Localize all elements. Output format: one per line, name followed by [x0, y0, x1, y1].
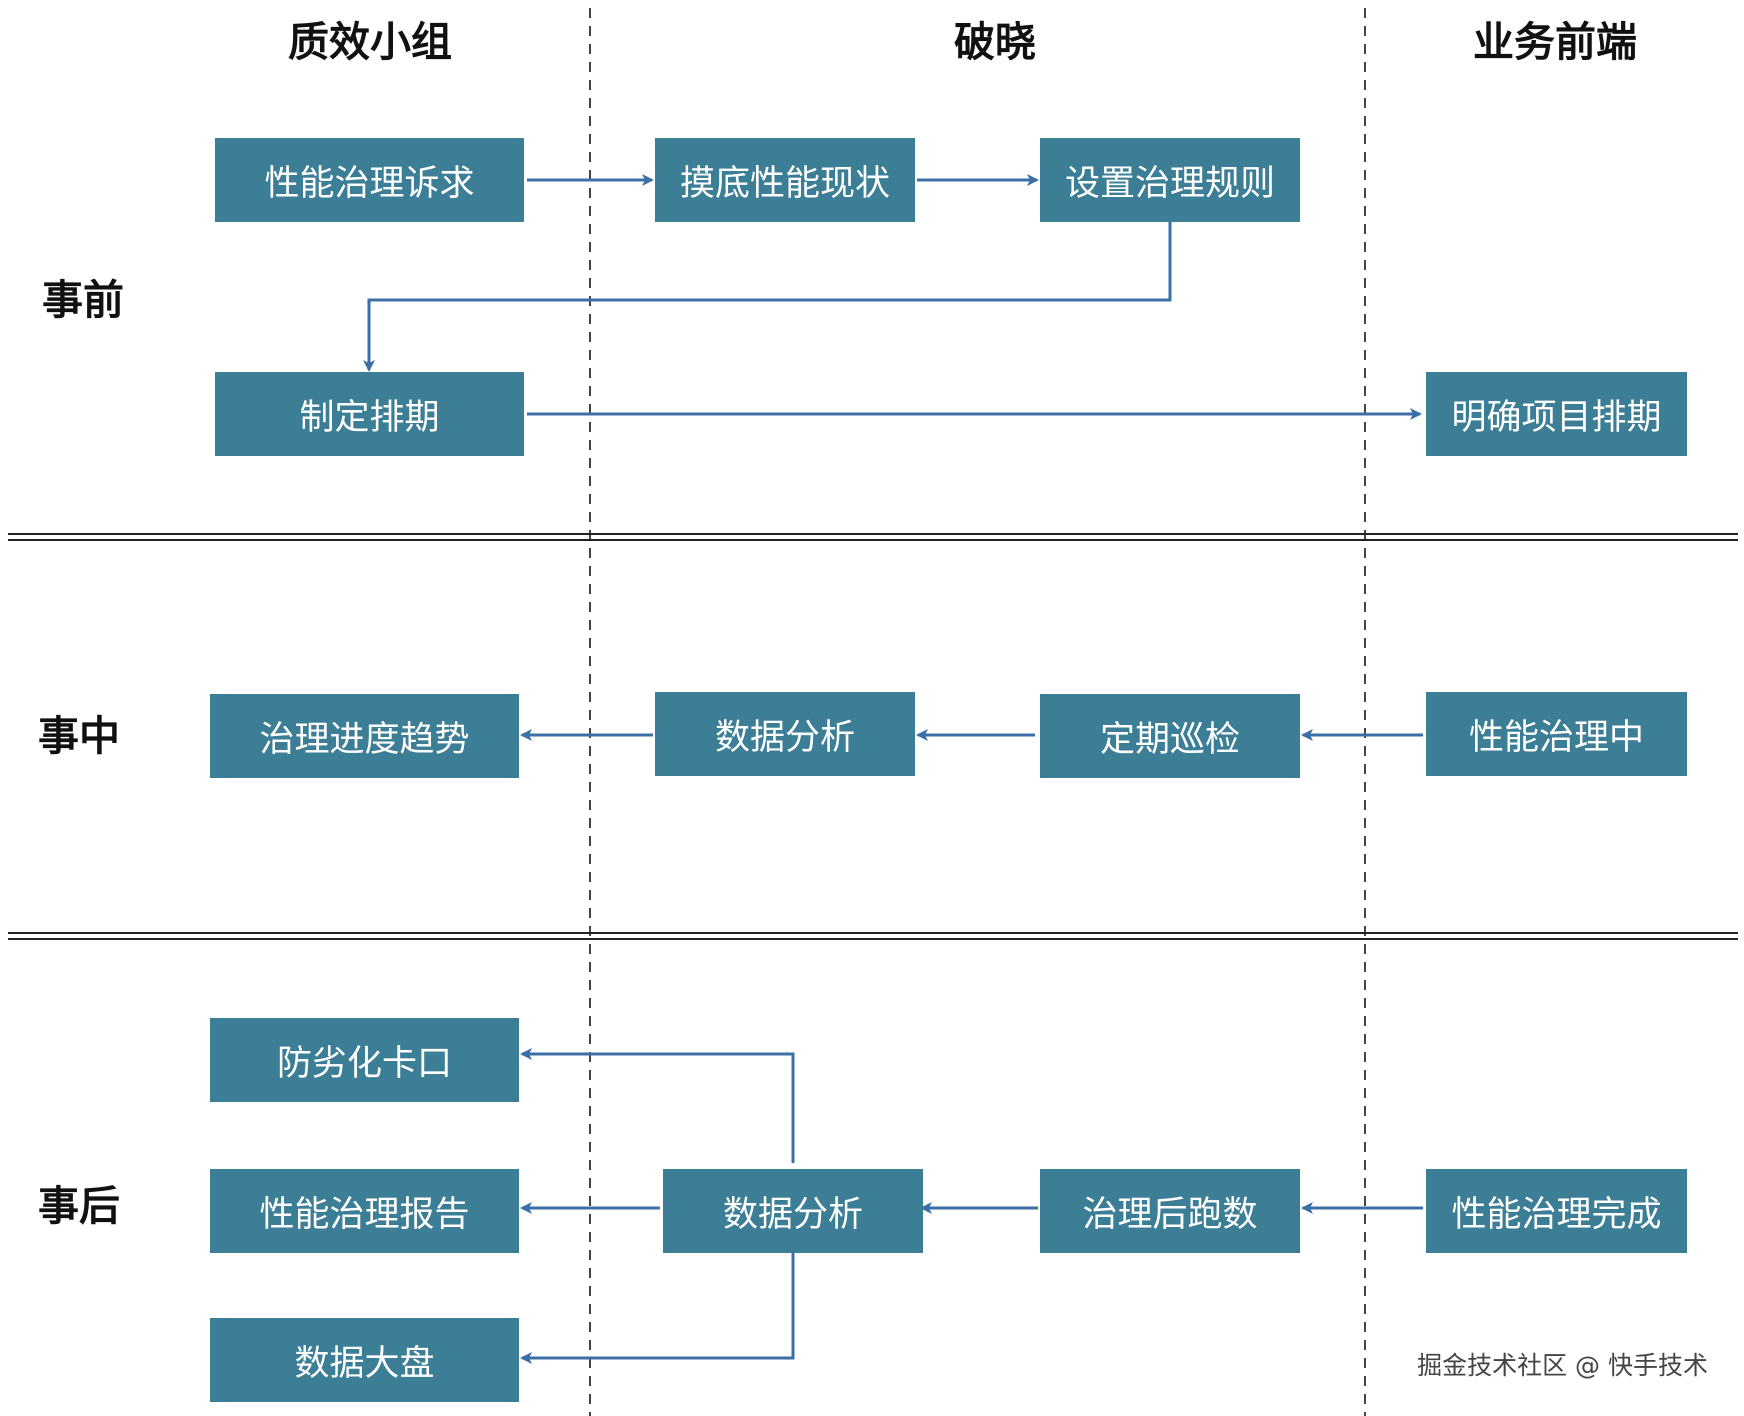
watermark-text: 掘金技术社区 @ 快手技术	[1417, 1351, 1708, 1380]
phase-label-after: 事后	[38, 1182, 120, 1230]
node-perf-in-progress[interactable]: 性能治理中	[1426, 692, 1687, 776]
node-data-dashboard[interactable]: 数据大盘	[210, 1318, 519, 1402]
arrow-rules-to-schedule	[363, 222, 1172, 372]
node-confirm-schedule[interactable]: 明确项目排期	[1426, 372, 1687, 456]
arrow-analysis-to-dashboard	[520, 1252, 795, 1364]
lane-title-business: 业务前端	[1473, 18, 1637, 66]
lane-title-quality: 质效小组	[288, 18, 452, 66]
node-governance-trend[interactable]: 治理进度趋势	[210, 694, 519, 778]
node-data-analysis-after[interactable]: 数据分析	[663, 1169, 923, 1253]
node-data-analysis-during[interactable]: 数据分析	[655, 692, 915, 776]
lane-title-poxiao: 破晓	[954, 18, 1036, 66]
arrow-analysis-to-antidegradation	[520, 1048, 795, 1163]
phase-divider-before-during	[8, 533, 1738, 541]
node-perf-requirement[interactable]: 性能治理诉求	[215, 138, 524, 222]
node-anti-degradation[interactable]: 防劣化卡口	[210, 1018, 519, 1102]
node-perf-report[interactable]: 性能治理报告	[210, 1169, 519, 1253]
node-perf-done[interactable]: 性能治理完成	[1426, 1169, 1687, 1253]
node-regular-inspection[interactable]: 定期巡检	[1040, 694, 1300, 778]
phase-label-during: 事中	[38, 712, 120, 760]
node-set-rules[interactable]: 设置治理规则	[1040, 138, 1300, 222]
node-make-schedule[interactable]: 制定排期	[215, 372, 524, 456]
node-baseline-status[interactable]: 摸底性能现状	[655, 138, 915, 222]
phase-divider-during-after	[8, 932, 1738, 940]
phase-label-before: 事前	[42, 276, 124, 324]
node-post-run[interactable]: 治理后跑数	[1040, 1169, 1300, 1253]
